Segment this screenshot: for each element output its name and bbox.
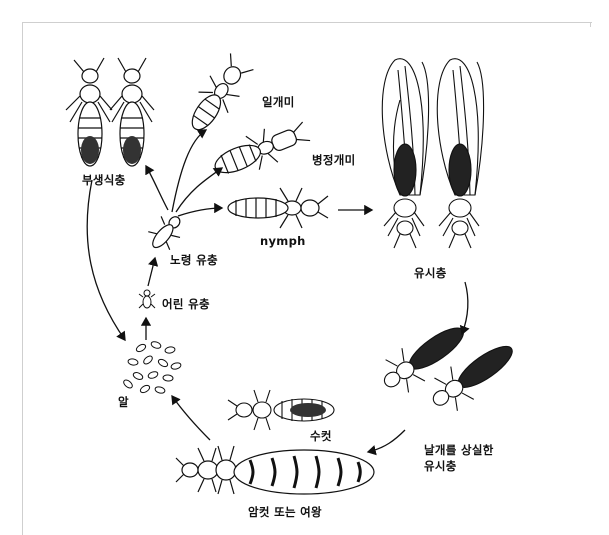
worker-figure [180, 51, 257, 139]
secondary-reproductive-right-figure [110, 58, 154, 166]
older-larva-figure [143, 209, 189, 256]
arrow-larva-to-nymph [178, 208, 222, 216]
secondary-reproductive-label: 부생식충 [82, 172, 126, 188]
young-larva-figure [139, 290, 155, 308]
nymph-label: nymph [260, 234, 306, 248]
dealate-label: 날개를 상실한 유시충 [424, 442, 494, 474]
arrow-young-larva-to-older-larva [148, 258, 155, 286]
older-larva-label: 노령 유충 [170, 252, 218, 268]
queen-label: 암컷 또는 여왕 [248, 504, 322, 520]
arrow-secondary-to-eggs [87, 180, 125, 340]
eggs-cluster-figure [122, 340, 181, 394]
male-figure [228, 390, 334, 430]
arrow-dealate-to-queen [368, 430, 405, 452]
secondary-reproductive-left-figure [66, 58, 112, 166]
queen-figure [176, 446, 374, 494]
soldier-figure [209, 115, 313, 185]
arrow-larva-to-worker [172, 130, 206, 212]
egg-label: 알 [118, 394, 129, 410]
alate-right-figure [437, 59, 483, 248]
alate-left-figure [382, 59, 428, 248]
arrow-queen-to-eggs [172, 396, 210, 440]
arrow-larva-to-secondary [146, 166, 168, 210]
arrow-alate-to-dealate [462, 282, 468, 334]
young-larva-label: 어린 유충 [162, 296, 210, 312]
male-label: 수컷 [310, 428, 332, 444]
worker-label: 일개미 [262, 94, 295, 110]
nymph-figure [228, 188, 328, 228]
arrow-larva-to-soldier [176, 168, 222, 212]
alate-label: 유시층 [414, 265, 447, 281]
soldier-label: 병정개미 [312, 152, 356, 168]
